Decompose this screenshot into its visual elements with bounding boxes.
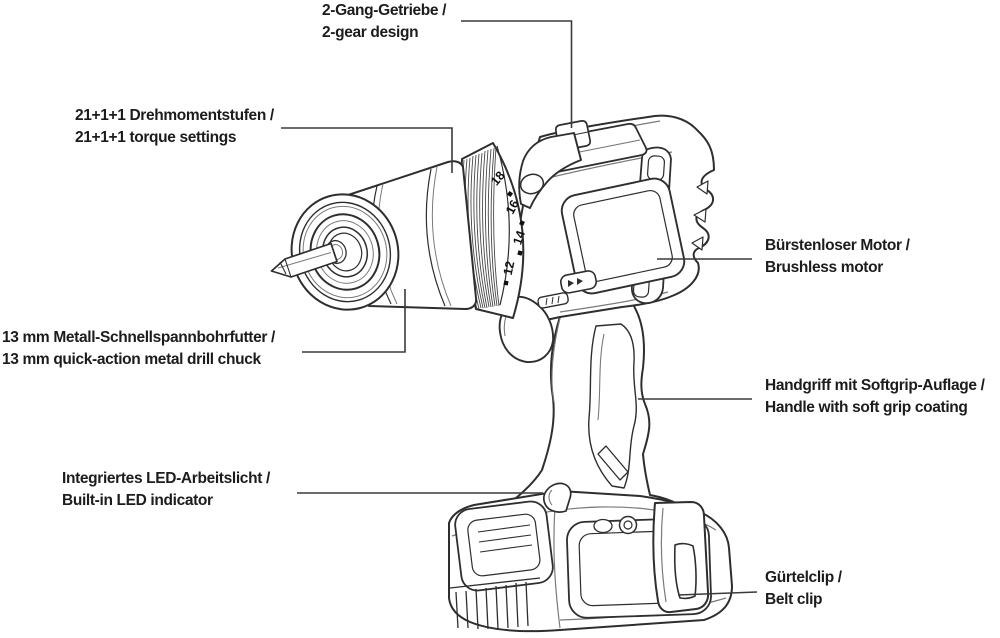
housing-yoke — [518, 132, 582, 209]
label-gearbox-de: 2-Gang-Getriebe / — [322, 2, 447, 19]
leader-beltclip — [677, 591, 758, 596]
label-chuck-de: 13 mm Metall-Schnellspannbohrfutter / — [2, 329, 275, 346]
battery-release-button — [454, 500, 554, 592]
forward-reverse-switch — [537, 270, 597, 309]
label-torque: 21+1+1 Drehmomentstufen / 21+1+1 torque … — [75, 105, 274, 149]
drill-chuck — [270, 160, 478, 311]
label-grip-en: Handle with soft grip coating — [765, 399, 968, 416]
label-beltclip-en: Belt clip — [765, 591, 823, 608]
leader-torque — [281, 127, 453, 173]
label-chuck: 13 mm Metall-Schnellspannbohrfutter / 13… — [2, 327, 275, 371]
leader-chuck — [302, 289, 406, 353]
torque-number-16: 16 — [503, 198, 522, 217]
side-panel — [560, 177, 686, 295]
vent-slots — [691, 180, 709, 251]
belt-clip-slot — [673, 542, 697, 600]
label-chuck-en: 13 mm quick-action metal drill chuck — [2, 351, 261, 368]
label-motor-en: Brushless motor — [765, 259, 883, 276]
label-led-en: Built-in LED indicator — [62, 492, 213, 509]
mode-slider — [537, 292, 569, 309]
label-grip-de: Handgriff mit Softgrip-Auflage / — [765, 377, 985, 394]
label-led-de: Integriertes LED-Arbeitslicht / — [62, 470, 270, 487]
torque-number-12: 12 — [501, 260, 518, 277]
label-motor-de: Bürstenloser Motor / — [765, 237, 910, 254]
leader-lines — [281, 20, 758, 596]
belt-clip — [652, 501, 710, 614]
label-beltclip: Gürtelclip / Belt clip — [765, 567, 842, 611]
led-work-light — [543, 482, 572, 513]
torque-number-14: 14 — [510, 229, 528, 247]
label-led: Integriertes LED-Arbeitslicht / Built-in… — [62, 468, 270, 512]
battery-ribs — [449, 577, 541, 630]
label-torque-de: 21+1+1 Drehmomentstufen / — [75, 107, 274, 124]
label-gearbox-en: 2-gear design — [322, 24, 419, 41]
label-motor: Bürstenloser Motor / Brushless motor — [765, 235, 910, 279]
label-torque-en: 21+1+1 torque settings — [75, 129, 237, 146]
grip-notch — [597, 445, 629, 481]
forward-arrows-icon — [568, 280, 574, 287]
label-beltclip-de: Gürtelclip / — [765, 569, 842, 586]
phillips-bit-icon — [270, 242, 338, 278]
label-grip: Handgriff mit Softgrip-Auflage / Handle … — [765, 375, 985, 419]
label-gearbox: 2-Gang-Getriebe / 2-gear design — [322, 0, 446, 44]
leader-gearbox — [461, 20, 573, 128]
